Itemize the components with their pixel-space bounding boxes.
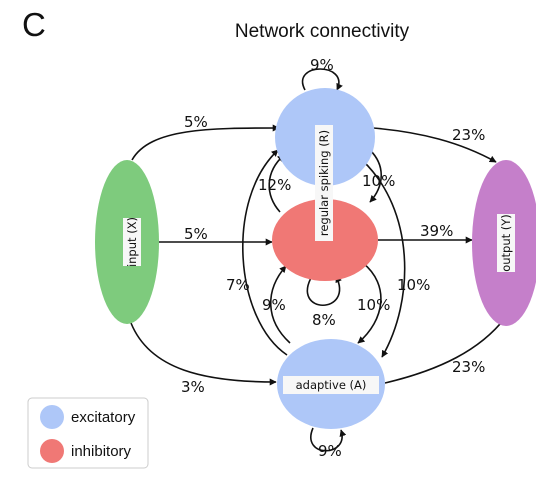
edge-inhibitory-to-adaptive — [357, 262, 382, 344]
edge-label-inhibitory-regular: 12% — [258, 176, 291, 194]
edge-label-regular-output: 23% — [452, 126, 485, 144]
edge-regular-to-adaptive — [361, 159, 406, 358]
edge-regular-to-output — [372, 127, 497, 163]
edge-inhibitory-to-regular — [268, 154, 285, 213]
diagram-title: Network connectivity — [235, 21, 410, 42]
panel-letter: C — [22, 6, 46, 43]
input-label-box — [123, 218, 141, 266]
legend-inhibitory-label: inhibitory — [71, 443, 132, 460]
edge-labels-group: 5% 5% 3% 9% 23% 10% 12% 39% 7% 9% 10% 8%… — [181, 56, 485, 460]
edge-label-regular-adaptive: 10% — [397, 276, 430, 294]
edge-input-to-adaptive — [130, 322, 277, 386]
regular-label-box — [315, 125, 333, 241]
edge-label-adaptive-output: 23% — [452, 358, 485, 376]
edge-label-inhibitory-adaptive: 10% — [357, 296, 390, 314]
edge-label-input-regular: 5% — [184, 113, 208, 131]
edge-input-to-regular — [131, 124, 280, 161]
edge-label-inhibitory-self: 8% — [312, 311, 336, 329]
edge-regular-to-inhibitory — [369, 149, 383, 203]
output-label-box — [497, 214, 515, 272]
edges-group — [130, 68, 506, 452]
input-node-label: input (X) — [125, 217, 139, 267]
edge-adaptive-to-regular — [242, 149, 288, 356]
edge-label-adaptive-self: 9% — [318, 442, 342, 460]
edge-label-regular-inhibitory: 10% — [362, 172, 395, 190]
edge-label-adaptive-inhibitory: 9% — [262, 296, 286, 314]
legend: excitatory inhibitory — [27, 397, 149, 469]
edge-label-input-inhibitory: 5% — [184, 225, 208, 243]
adaptive-node-label: adaptive (A) — [296, 378, 367, 392]
legend-excitatory-swatch — [40, 405, 64, 429]
legend-inhibitory-swatch — [40, 439, 64, 463]
node-labels-group: input (X) regular spiking (R) adaptive (… — [123, 125, 515, 394]
edge-label-input-adaptive: 3% — [181, 378, 205, 396]
regular-spiking-node-label: regular spiking (R) — [317, 130, 331, 236]
edge-label-regular-self: 9% — [310, 56, 334, 74]
output-node-label: output (Y) — [499, 214, 513, 272]
edge-adaptive-to-output — [384, 317, 506, 384]
edge-regular-self-loop — [301, 68, 343, 91]
edge-inhibitory-self-loop — [306, 275, 342, 306]
edge-adaptive-self-loop — [310, 427, 347, 452]
adaptive-label-box — [283, 376, 379, 394]
edge-label-adaptive-regular: 7% — [226, 276, 250, 294]
legend-excitatory-label: excitatory — [71, 409, 136, 426]
edge-adaptive-to-inhibitory — [269, 265, 291, 344]
edge-label-inhibitory-output: 39% — [420, 222, 453, 240]
